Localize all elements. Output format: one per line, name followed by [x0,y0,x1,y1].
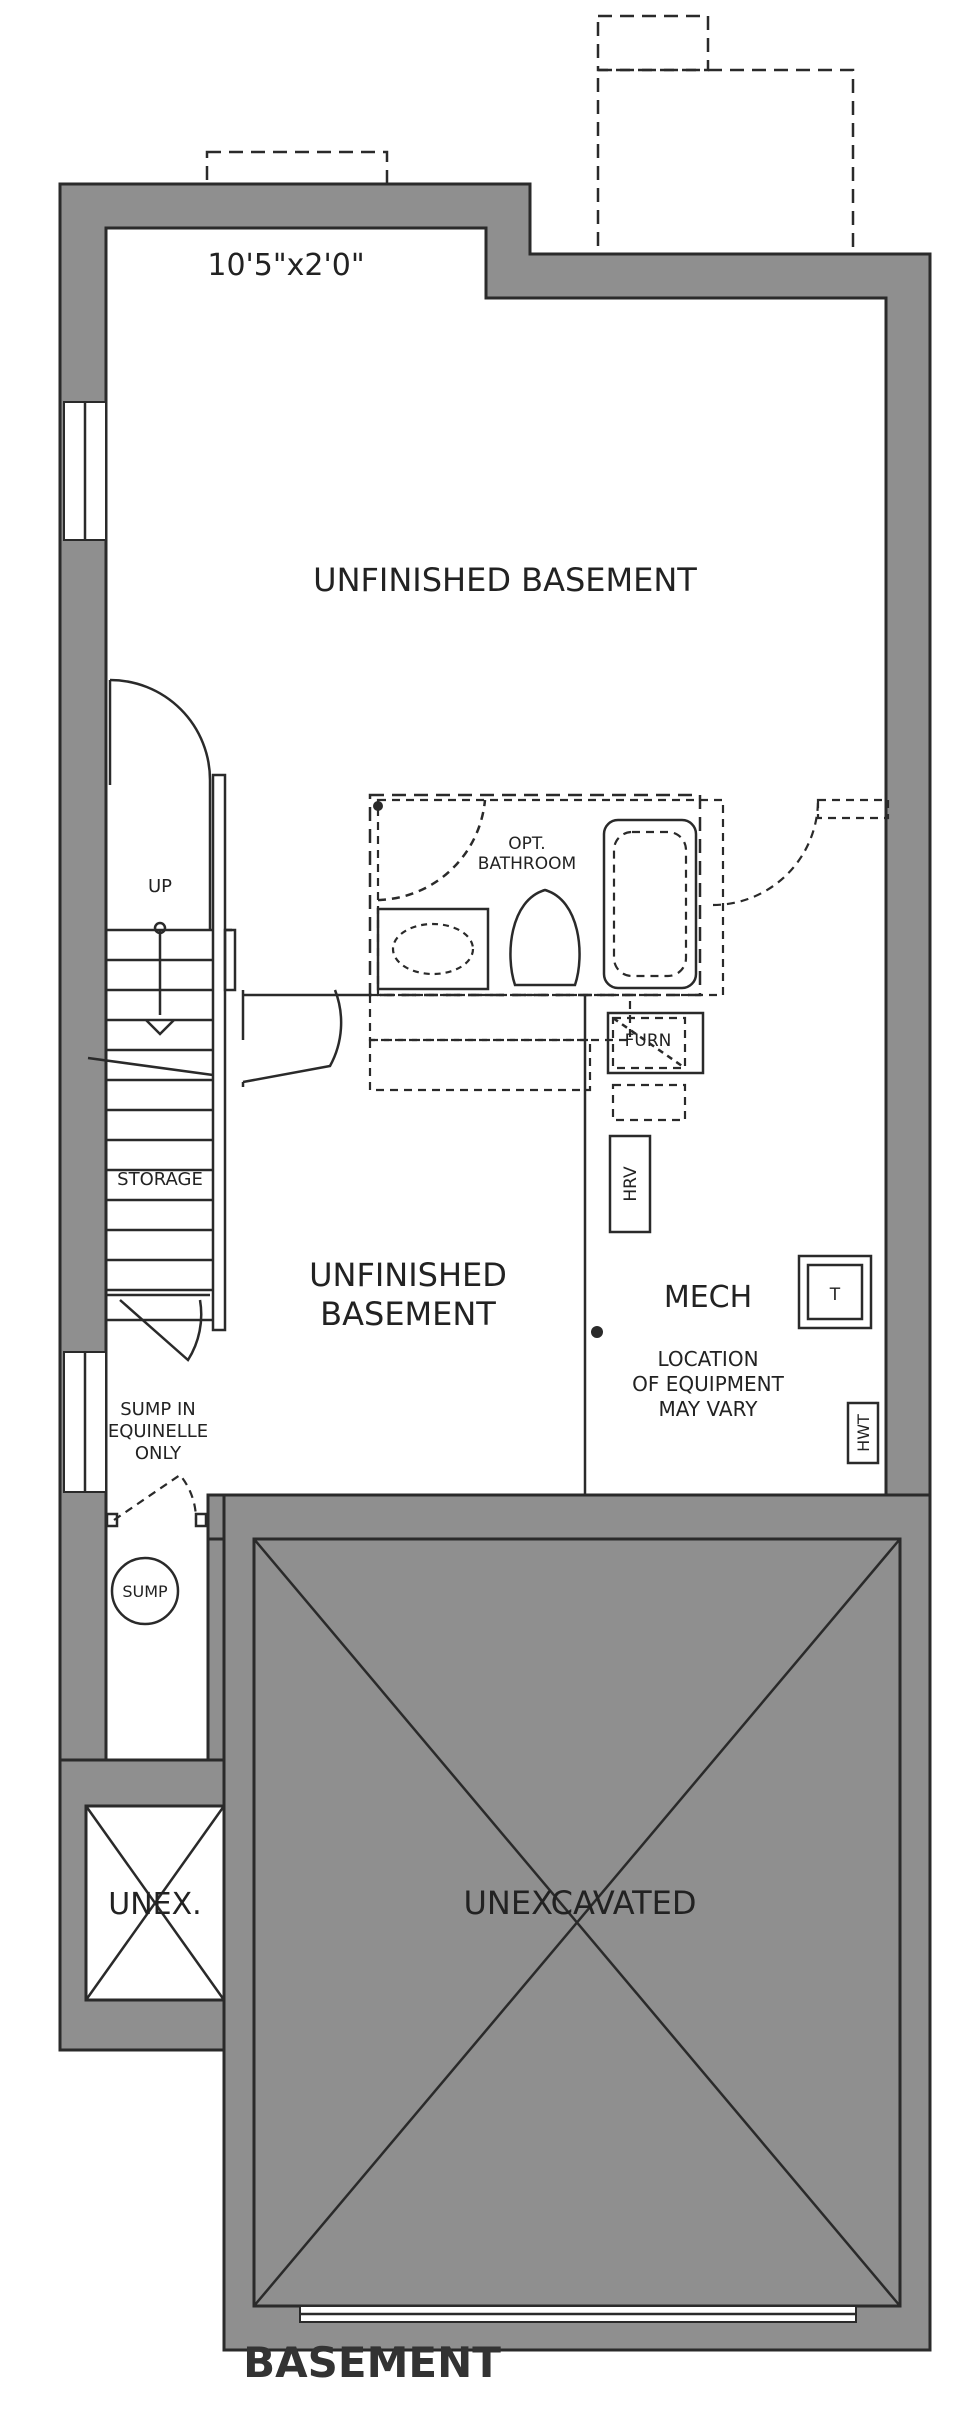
furnace [606,1011,705,1122]
top-room-label: UNFINISHED BASEMENT [313,561,697,599]
sump-note-1: SUMP IN [120,1399,195,1420]
unexcavated-cross [253,1538,901,2307]
center-room-label-2: BASEMENT [320,1295,496,1333]
mech-dot [591,1326,603,1338]
equipment-note-2: OF EQUIPMENT [632,1372,784,1396]
sump-door [105,1473,208,1528]
center-room-label-1: UNFINISHED [309,1256,507,1294]
thermostat-box-outer [797,1254,873,1330]
unexcavated-label: UNEXCAVATED [463,1884,696,1922]
hwt-label: HWT [854,1414,873,1452]
thermostat-box-inner [806,1263,864,1321]
opt-bathroom [368,793,890,1092]
equipment-note-3: MAY VARY [659,1397,759,1421]
opt-bathroom-label-1: OPT. [508,834,545,854]
storage-label: STORAGE [117,1169,203,1190]
opt-bathroom-label-2: BATHROOM [478,854,576,874]
hrv-unit [608,1134,652,1234]
staircase [87,678,237,1362]
sump-label: SUMP [122,1582,168,1601]
hwt-unit [846,1401,880,1465]
mech-label: MECH [664,1280,752,1315]
stair-up-label: UP [148,876,172,897]
sump-pit [110,1556,180,1626]
equipment-note-1: LOCATION [657,1347,758,1371]
sump-note-2: EQUINELLE [108,1421,208,1442]
exterior-projections [205,14,855,257]
furnace-label: FURN [625,1031,672,1051]
thermostat-label: T [829,1285,841,1305]
top-room-dimension: 10'5"x2'0" [207,248,364,283]
hrv-label: HRV [621,1166,641,1202]
unex-label: UNEX. [108,1887,201,1922]
sump-note-3: ONLY [135,1443,182,1464]
plan-title: BASEMENT [243,2338,501,2387]
